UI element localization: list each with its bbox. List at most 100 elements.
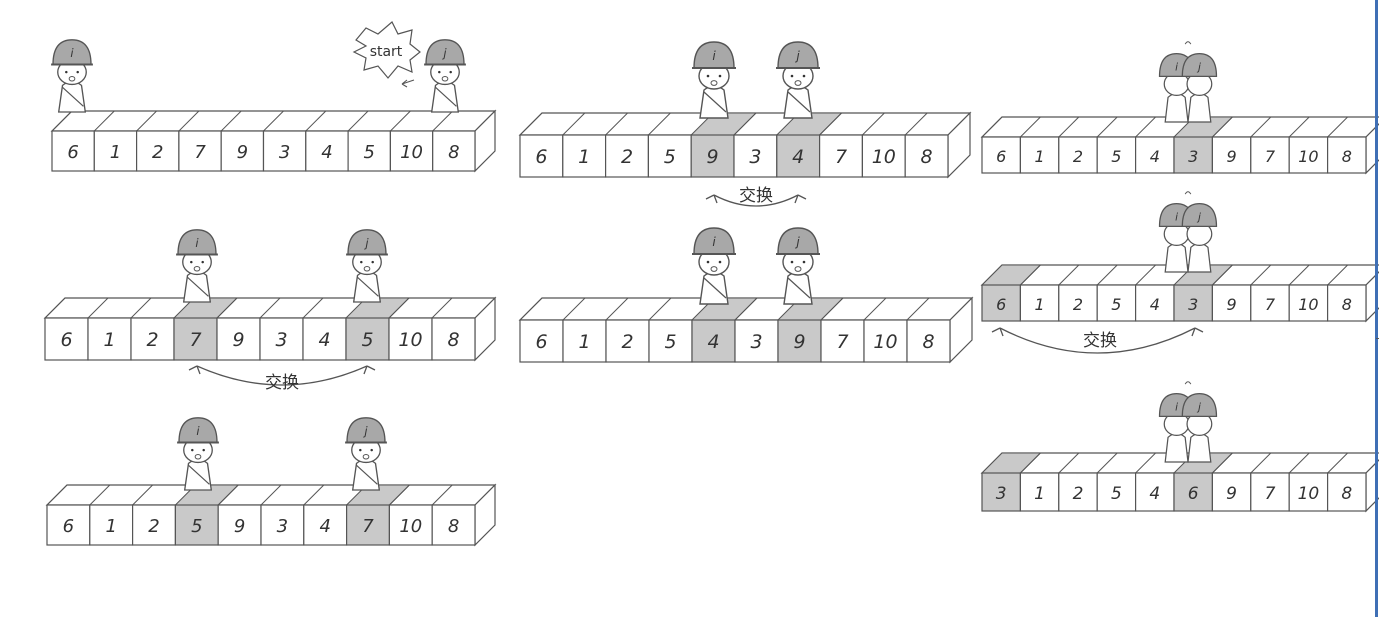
helmet-icon — [777, 227, 819, 255]
cell-divider — [1212, 264, 1233, 286]
cell-value: 10 — [400, 142, 423, 163]
pointer-j-label: j — [441, 46, 447, 60]
cell-divider — [263, 110, 284, 132]
cell-value: 6 — [67, 142, 78, 163]
cell-value: 10 — [1298, 484, 1320, 504]
cell-value: 4 — [319, 516, 330, 537]
cell-value: 2 — [146, 329, 158, 351]
figure-mouth — [441, 75, 449, 82]
figure-mouth — [363, 265, 371, 272]
cell-divider — [1135, 452, 1156, 474]
cell-divider — [1212, 116, 1233, 138]
cell-divider — [519, 297, 543, 321]
helmet-icon — [52, 39, 92, 66]
cell-value: 8 — [1342, 295, 1352, 314]
cell-value: 6 — [63, 516, 74, 537]
cell-value: 6 — [535, 146, 547, 168]
pointer-i-figure: i — [692, 227, 736, 305]
pointer-j-figure: j — [776, 41, 820, 119]
sweat-mark — [1184, 191, 1192, 195]
cell-divider — [303, 484, 325, 506]
helmet-icon — [425, 39, 465, 66]
pointer-i-label: i — [195, 236, 199, 250]
cell-divider — [562, 112, 586, 136]
figure-mouth — [710, 266, 718, 272]
cell-divider — [347, 110, 369, 132]
cell-value: 6 — [996, 295, 1006, 314]
figure-mouth — [362, 453, 370, 460]
figure-eye — [360, 260, 363, 264]
cell-divider — [1288, 116, 1310, 138]
figure-body — [1187, 242, 1212, 273]
swap-arrow — [999, 327, 1196, 354]
figure-strap — [188, 464, 210, 485]
figure-strap — [703, 277, 727, 299]
cell-divider — [1250, 116, 1272, 138]
pointer-i-label: i — [196, 424, 200, 438]
cell-divider — [432, 110, 454, 132]
cell-divider — [863, 297, 887, 321]
array-cell — [216, 317, 261, 361]
array-cell — [346, 504, 391, 546]
cell-value: 8 — [1342, 147, 1352, 166]
cell-divider — [1327, 452, 1348, 474]
cell-value: 9 — [237, 142, 248, 163]
cell-divider — [46, 484, 68, 506]
arrow-head-icon — [1191, 327, 1204, 337]
array-cell — [906, 319, 951, 363]
array-cell — [777, 319, 822, 363]
pointer-j-label: j — [1196, 212, 1201, 224]
cell-value: 10 — [1298, 295, 1318, 314]
array-cell — [605, 319, 650, 363]
cell-divider — [217, 484, 239, 506]
array-cell — [1096, 136, 1137, 174]
swap-label: 交换 — [1083, 331, 1117, 351]
figure-eye — [359, 448, 362, 452]
figure-strap — [787, 91, 811, 113]
helmet-icon — [1181, 202, 1218, 228]
cell-value: 3 — [996, 484, 1007, 504]
cell-divider — [216, 297, 238, 319]
helmet-icon — [346, 417, 386, 444]
array-cell — [217, 504, 262, 546]
array-cell — [173, 317, 218, 361]
cell-value: 5 — [664, 146, 676, 168]
cell-value: 10 — [399, 516, 422, 537]
array-cell — [1173, 472, 1214, 512]
cell-value: 3 — [279, 142, 290, 163]
figure-strap — [62, 86, 84, 107]
cell-value: 6 — [1188, 484, 1199, 504]
cell-divider — [519, 112, 543, 136]
cell-value: 2 — [1073, 147, 1083, 166]
cell-divider — [44, 297, 66, 319]
cell-divider — [820, 297, 844, 321]
figure-body — [699, 85, 729, 119]
arrow-head-icon — [705, 194, 718, 204]
cell-value: 3 — [750, 331, 762, 353]
cell-divider — [51, 110, 73, 132]
cell-divider — [1096, 452, 1118, 474]
cell-value: 4 — [1150, 295, 1160, 314]
figure-eye — [718, 74, 722, 78]
array-cell — [345, 317, 390, 361]
array-cell — [562, 134, 607, 178]
swap-label: 交换 — [265, 373, 299, 393]
pointer-i-figure: i — [692, 41, 736, 119]
cell-value: 3 — [749, 146, 761, 168]
sweat-mark — [1184, 381, 1192, 385]
array-cell — [734, 319, 779, 363]
array-cell — [389, 130, 434, 172]
cell-divider — [1058, 116, 1080, 138]
array-cell — [904, 134, 949, 178]
cell-value: 5 — [361, 329, 373, 351]
figure-mouth — [710, 80, 718, 86]
figure-eye — [76, 70, 79, 74]
helmet-icon — [1181, 392, 1218, 418]
